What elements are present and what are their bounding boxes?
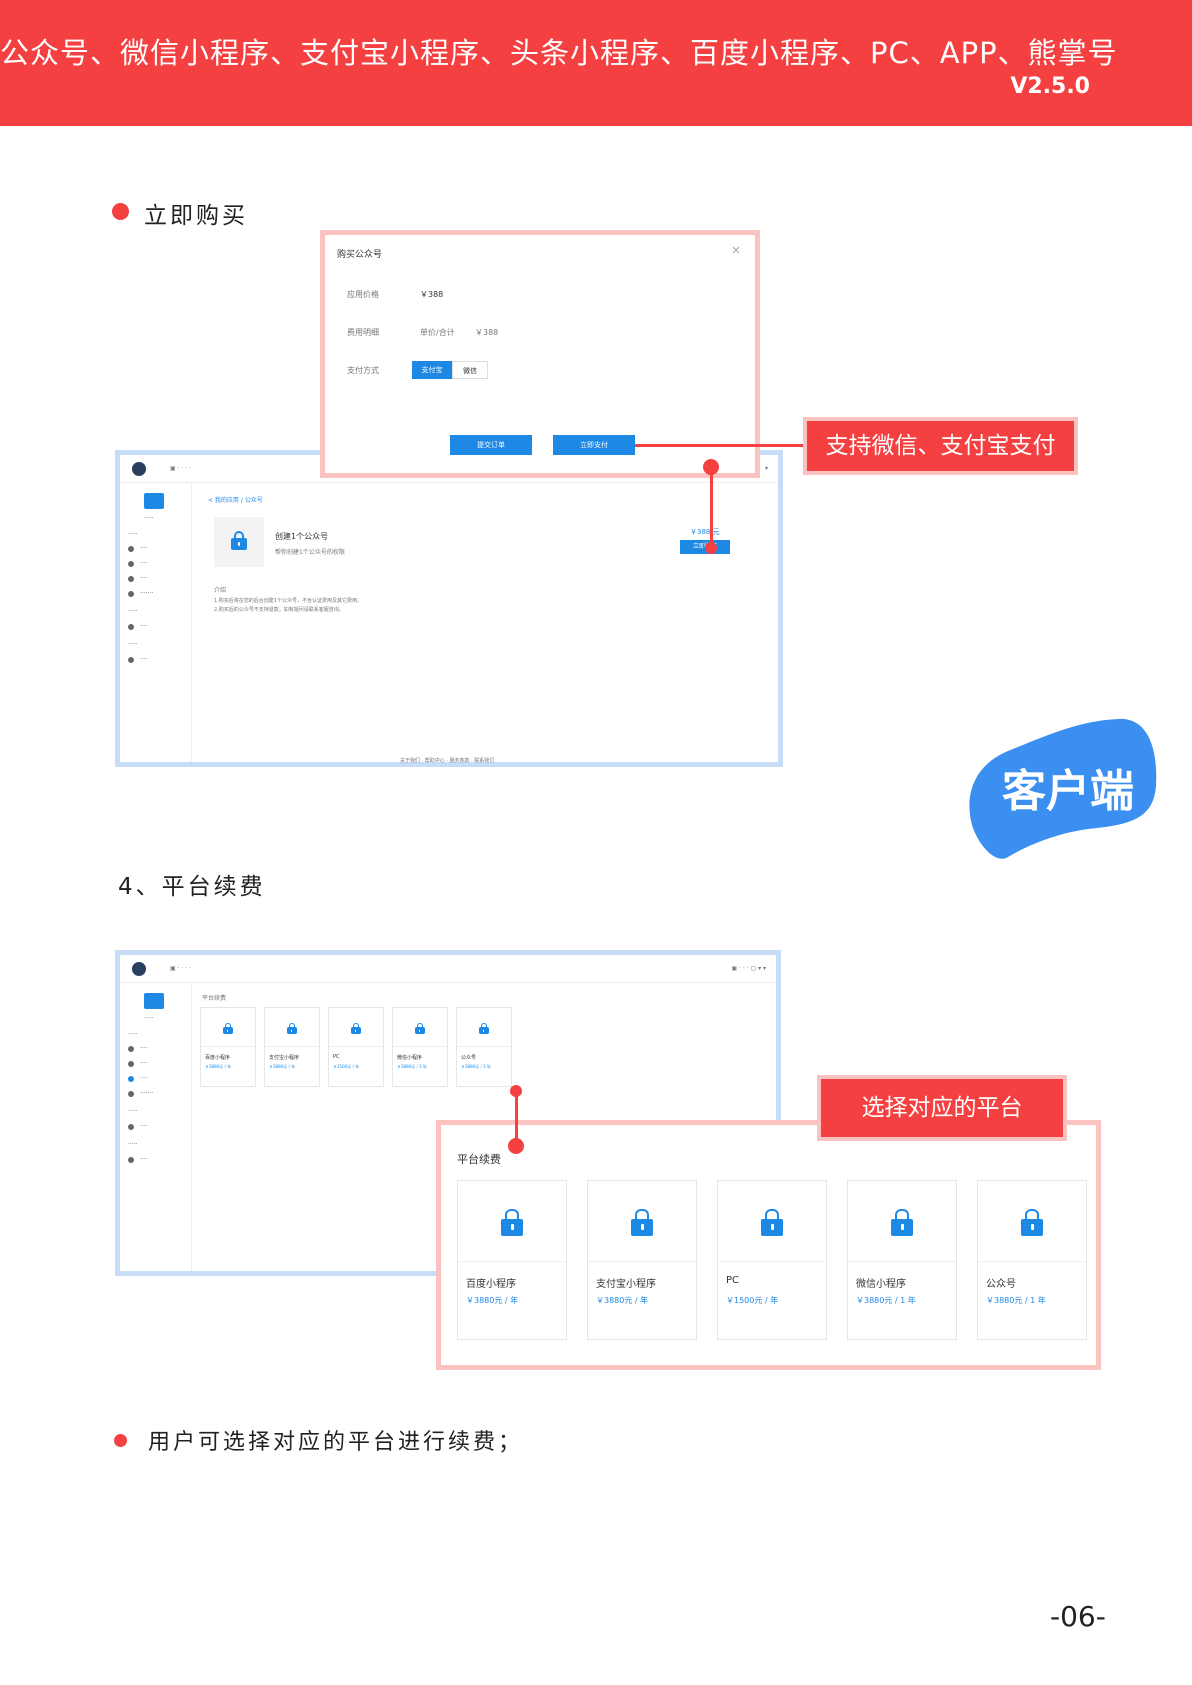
lock-icon (1021, 1209, 1044, 1237)
store-icon (144, 493, 164, 509)
lock-icon (501, 1209, 524, 1237)
fee-label: 费用明细 (347, 328, 379, 337)
platform-card-small[interactable]: 百度小程序 ￥3880元 / 年 (200, 1007, 256, 1087)
platform-price: ￥3880元 / 年 (466, 1296, 519, 1305)
platform-card-small[interactable]: 微信小程序 ￥3880元 / 1 年 (392, 1007, 448, 1087)
platform-name: 百度小程序 (466, 1279, 516, 1290)
callout2-connector (515, 1090, 518, 1145)
header-banner (0, 0, 1192, 126)
callout2-dot (508, 1138, 524, 1154)
intro-line-2: 2.购买后的公众号不支持退款，如有疑问请联系客服咨询。 (214, 607, 344, 613)
lock-icon (415, 1023, 425, 1035)
small-panel-title: 平台续费 (202, 995, 227, 1002)
lock-icon (631, 1209, 654, 1237)
callout-dot (703, 459, 719, 475)
close-icon[interactable]: × (730, 243, 741, 257)
product-price: ￥388 元 (690, 528, 720, 536)
app-sidebar: ····· ····· ···· ···· ···· ······· ·····… (120, 483, 192, 762)
platform-card[interactable]: 微信小程序 ￥3880元 / 1 年 (847, 1180, 957, 1340)
logo-icon (132, 462, 146, 476)
platform-name: 支付宝小程序 (596, 1279, 656, 1290)
app-topbar: ▣ · · · · ▾ (120, 455, 778, 483)
intro-title: 介绍 (214, 587, 227, 594)
lock-icon (287, 1023, 297, 1035)
alipay-option[interactable]: 支付宝 (412, 361, 452, 379)
app-sidebar-2: ····· ····· ···· ···· ···· ······· ·····… (120, 983, 192, 1271)
platform-price: ￥3880元 / 1 年 (986, 1296, 1046, 1305)
platform-name: 微信小程序 (397, 1055, 423, 1061)
platform-name: 微信小程序 (856, 1279, 906, 1290)
logo-icon-2 (132, 962, 146, 976)
section1-title: 立即购买 (144, 203, 248, 229)
app-screenshot-detail: ▣ · · · · ▾ ····· ····· ···· ···· ···· ·… (115, 450, 783, 767)
panel-title: 平台续费 (457, 1153, 501, 1166)
lock-icon (761, 1209, 784, 1237)
callout-connector (635, 444, 805, 447)
platform-price: ￥3880元 / 1 年 (856, 1296, 916, 1305)
client-badge-blob (969, 718, 1157, 859)
lock-icon (479, 1023, 489, 1035)
product-desc: 帮你创建1个公众号的权限 (275, 549, 345, 556)
client-badge: 客户端 (1002, 766, 1134, 817)
callout-connector-vertical (710, 467, 713, 551)
bullet-icon (112, 203, 129, 220)
platform-card-small[interactable]: PC ￥1500元 / 年 (328, 1007, 384, 1087)
app-topbar-2: ▣ · · · · ▣ · · · ▢ ▾ ▾ (120, 955, 776, 983)
header-version: V2.5.0 (1010, 74, 1090, 99)
product-name: 创建1个公众号 (275, 532, 329, 541)
lock-icon (351, 1023, 361, 1035)
price-label: 应用价格 (347, 290, 379, 299)
product-image (214, 517, 264, 567)
platform-card[interactable]: 百度小程序 ￥3880元 / 年 (457, 1180, 567, 1340)
fee-unit: 单价/合计 (420, 328, 455, 337)
platform-name: 公众号 (461, 1055, 477, 1061)
intro-line-1: 1.购买后将在您的后台创建1个公众号，不含认证费用及其它费用。 (214, 598, 362, 604)
price-value: ￥388 (420, 290, 444, 299)
wechat-option[interactable]: 微信 (452, 361, 488, 379)
section2-title: 4、平台续费 (118, 874, 266, 900)
platform-name: 百度小程序 (205, 1055, 231, 1061)
platform-price: ￥1500元 / 年 (333, 1064, 360, 1069)
modal-title: 购买公众号 (337, 250, 383, 260)
platform-price: ￥3880元 / 年 (269, 1064, 296, 1069)
purchase-modal: 购买公众号 × 应用价格 ￥388 费用明细 单价/合计 ￥388 支付方式 支… (320, 230, 760, 478)
platform-card[interactable]: PC ￥1500元 / 年 (717, 1180, 827, 1340)
platform-name: 支付宝小程序 (269, 1055, 300, 1061)
lock-icon (231, 531, 247, 551)
platform-name: 公众号 (986, 1279, 1016, 1290)
header-title: 公众号、微信小程序、支付宝小程序、头条小程序、百度小程序、PC、APP、熊掌号 (0, 36, 1118, 70)
platform-price: ￥3880元 / 年 (596, 1296, 649, 1305)
fee-total: ￥388 (475, 328, 499, 337)
platform-price: ￥3880元 / 1 年 (397, 1064, 427, 1069)
pay-now-button[interactable]: 立即支付 (553, 435, 635, 455)
platform-price: ￥3880元 / 1 年 (461, 1064, 491, 1069)
callout-payment: 支持微信、支付宝支付 (803, 417, 1078, 475)
page-number: -06- (1050, 1600, 1106, 1633)
submit-order-button[interactable]: 提交订单 (450, 435, 532, 455)
platform-card[interactable]: 公众号 ￥3880元 / 1 年 (977, 1180, 1087, 1340)
platform-price: ￥1500元 / 年 (726, 1296, 779, 1305)
app-footer: 关于我们 · 帮助中心 · 服务条款 · 联系我们 (400, 758, 495, 764)
platform-name: PC (333, 1054, 340, 1060)
lock-icon (223, 1023, 233, 1035)
store-icon-2 (144, 993, 164, 1009)
callout2-dot-top (510, 1085, 522, 1097)
platform-name: PC (726, 1275, 740, 1286)
pay-method-label: 支付方式 (347, 366, 379, 375)
breadcrumb[interactable]: < 我的应用 / 公众号 (208, 497, 263, 504)
note-text: 用户可选择对应的平台进行续费； (148, 1430, 524, 1455)
platform-card-small[interactable]: 公众号 ￥3880元 / 1 年 (456, 1007, 512, 1087)
callout-dot-small (705, 542, 717, 554)
platform-card-small[interactable]: 支付宝小程序 ￥3880元 / 年 (264, 1007, 320, 1087)
platform-price: ￥3880元 / 年 (205, 1064, 232, 1069)
callout-platform: 选择对应的平台 (817, 1075, 1067, 1141)
lock-icon (891, 1209, 914, 1237)
note-bullet-icon (114, 1434, 127, 1447)
platform-card[interactable]: 支付宝小程序 ￥3880元 / 年 (587, 1180, 697, 1340)
